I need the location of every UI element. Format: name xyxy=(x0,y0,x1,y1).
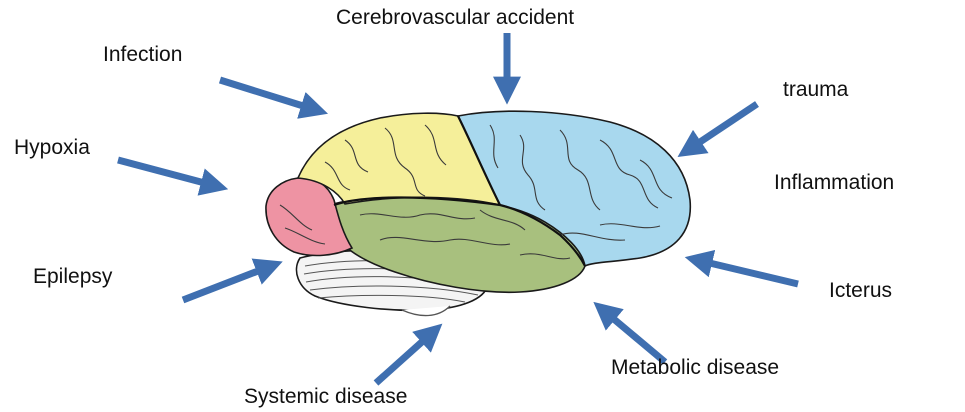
arrow-epilepsy xyxy=(183,266,271,300)
arrow-infection xyxy=(220,80,316,110)
label-systemic-disease: Systemic disease xyxy=(244,386,407,407)
arrow-icterus xyxy=(697,260,798,284)
label-cerebrovascular-accident: Cerebrovascular accident xyxy=(336,7,574,28)
arrow-systemic xyxy=(376,332,433,383)
label-hypoxia: Hypoxia xyxy=(14,137,90,158)
label-epilepsy: Epilepsy xyxy=(33,266,112,287)
label-inflammation: Inflammation xyxy=(774,172,894,193)
arrow-trauma xyxy=(688,104,757,150)
arrow-metabolic xyxy=(603,310,665,362)
label-icterus: Icterus xyxy=(829,280,892,301)
label-metabolic-disease: Metabolic disease xyxy=(611,357,779,378)
label-infection: Infection xyxy=(103,44,182,65)
label-trauma: trauma xyxy=(783,79,848,100)
arrow-hypoxia xyxy=(118,160,216,186)
